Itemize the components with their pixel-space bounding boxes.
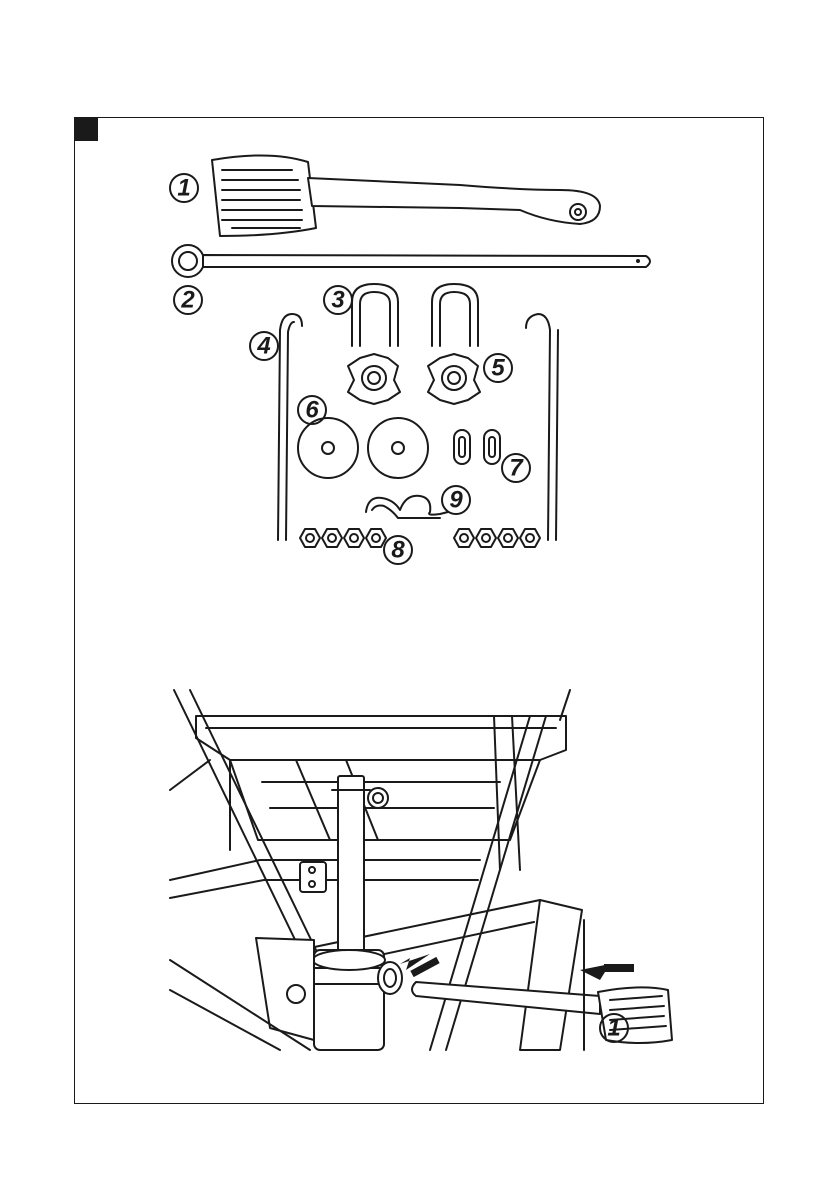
assembly-label-1: 1 xyxy=(607,1015,620,1042)
part-8-nuts: 8 xyxy=(300,529,540,564)
part-2-long-rod: 2 xyxy=(172,245,650,314)
part-1-pedal-handle: 1 xyxy=(170,155,600,236)
part-9-spring-clip: 9 xyxy=(366,486,470,518)
part-label-9: 9 xyxy=(449,487,463,514)
part-label-5: 5 xyxy=(491,355,505,382)
part-label-6: 6 xyxy=(305,397,319,424)
part-6-washers: 6 xyxy=(298,396,428,478)
assembly-illustration: 1 xyxy=(170,690,672,1050)
part-label-4: 4 xyxy=(256,333,270,360)
part-3-u-bolts: 3 xyxy=(324,284,478,346)
part-label-8: 8 xyxy=(391,537,405,564)
part-label-7: 7 xyxy=(509,455,524,482)
part-7-links: 7 xyxy=(454,430,530,482)
part-5-star-knobs: 5 xyxy=(348,354,512,404)
part-label-1: 1 xyxy=(177,175,190,202)
part-label-2: 2 xyxy=(180,287,195,314)
part-label-3: 3 xyxy=(331,287,345,314)
